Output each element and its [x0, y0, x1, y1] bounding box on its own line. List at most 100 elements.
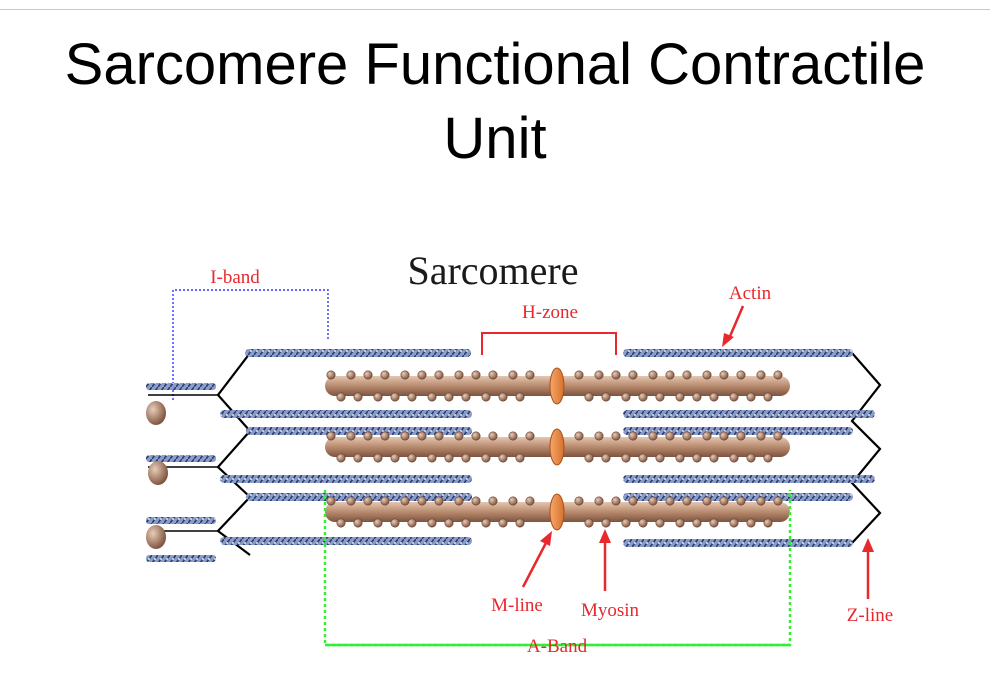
z-line-label: Z-line	[847, 605, 893, 626]
i-band-label: I-band	[210, 267, 260, 288]
myosin-head	[584, 518, 594, 528]
m-line-discs	[549, 367, 565, 531]
myosin-head	[508, 496, 518, 506]
myosin-head	[574, 431, 584, 441]
myosin-head	[498, 392, 508, 402]
myosin-head	[146, 525, 166, 549]
myosin-head	[584, 392, 594, 402]
actin-filament	[623, 349, 853, 357]
myosin-head	[736, 431, 746, 441]
myosin-head	[675, 518, 685, 528]
a-band-label: A-Band	[527, 636, 588, 657]
myosin-head	[336, 518, 346, 528]
actin-filament	[623, 539, 853, 547]
myosin-head	[736, 496, 746, 506]
myosin-head	[682, 370, 692, 380]
myosin-head	[719, 496, 729, 506]
actin-arrow	[726, 305, 745, 342]
actin-filaments-right	[623, 349, 875, 547]
myosin-head	[380, 370, 390, 380]
actin-filament	[220, 410, 472, 418]
actin-filament	[623, 410, 875, 418]
actin-filaments-left	[146, 349, 472, 562]
myosin-head	[709, 392, 719, 402]
myosin-head	[326, 496, 336, 506]
myosin-head	[601, 392, 611, 402]
myosin-head	[665, 431, 675, 441]
actin-arrow-head	[722, 333, 734, 347]
myosin-head	[648, 496, 658, 506]
myosin-head	[611, 431, 621, 441]
myosin-head	[363, 431, 373, 441]
myosin-head	[481, 453, 491, 463]
myosin-head	[648, 431, 658, 441]
myosin-head	[621, 453, 631, 463]
actin-filament	[146, 517, 216, 524]
myosin-head	[373, 453, 383, 463]
myosin-head	[719, 370, 729, 380]
m-line-arrow	[521, 538, 550, 588]
myosin-head	[461, 453, 471, 463]
myosin-arrow-head	[599, 529, 611, 543]
actin-filament	[245, 349, 471, 357]
myosin-head	[692, 518, 702, 528]
myosin-head	[773, 496, 783, 506]
myosin-head	[471, 370, 481, 380]
myosin-head	[444, 518, 454, 528]
myosin-head	[346, 370, 356, 380]
myosin-head	[353, 453, 363, 463]
myosin-head	[146, 401, 166, 425]
myosin-head	[584, 453, 594, 463]
myosin-head	[336, 392, 346, 402]
myosin-head	[638, 518, 648, 528]
actin-filament	[623, 475, 875, 483]
myosin-head	[515, 518, 525, 528]
myosin-head	[481, 392, 491, 402]
myosin-head	[525, 370, 535, 380]
myosin-head	[461, 518, 471, 528]
myosin-head	[488, 496, 498, 506]
myosin-head	[594, 431, 604, 441]
z-line-left	[216, 352, 252, 556]
actin-filament	[246, 427, 472, 435]
a-band-bracket	[323, 490, 792, 647]
myosin-head	[773, 370, 783, 380]
myosin-head	[488, 370, 498, 380]
actin-filament	[220, 475, 472, 483]
myosin-head	[434, 370, 444, 380]
myosin-label: Myosin	[581, 600, 640, 621]
myosin-head	[665, 370, 675, 380]
myosin-head	[326, 431, 336, 441]
myosin-head	[601, 453, 611, 463]
slide-title-line-1: Sarcomere Functional Contractile	[64, 32, 926, 97]
myosin-head	[719, 431, 729, 441]
myosin-head	[638, 392, 648, 402]
myosin-head	[444, 453, 454, 463]
myosin-head	[427, 518, 437, 528]
sarcomere-svg: Sarcomere I-band H-zone Actin	[146, 248, 893, 657]
myosin-head	[390, 518, 400, 528]
actin-filament	[146, 455, 216, 462]
myosin-head	[427, 392, 437, 402]
m-line-disc	[549, 367, 565, 405]
myosin-head	[746, 392, 756, 402]
diagram-heading: Sarcomere	[407, 248, 578, 293]
myosin-head	[353, 392, 363, 402]
myosin-head	[525, 496, 535, 506]
myosin-head	[454, 431, 464, 441]
z-line-right	[850, 352, 882, 544]
myosin-head	[756, 496, 766, 506]
myosin-head	[461, 392, 471, 402]
myosin-head	[655, 392, 665, 402]
myosin-head	[434, 431, 444, 441]
myosin-head	[729, 518, 739, 528]
myosin-head	[702, 370, 712, 380]
m-line-label: M-line	[491, 595, 543, 616]
myosin-head	[444, 392, 454, 402]
myosin-head	[525, 431, 535, 441]
myosin-head	[665, 496, 675, 506]
myosin-head	[736, 370, 746, 380]
myosin-head	[763, 453, 773, 463]
myosin-head	[611, 370, 621, 380]
myosin-head	[702, 496, 712, 506]
